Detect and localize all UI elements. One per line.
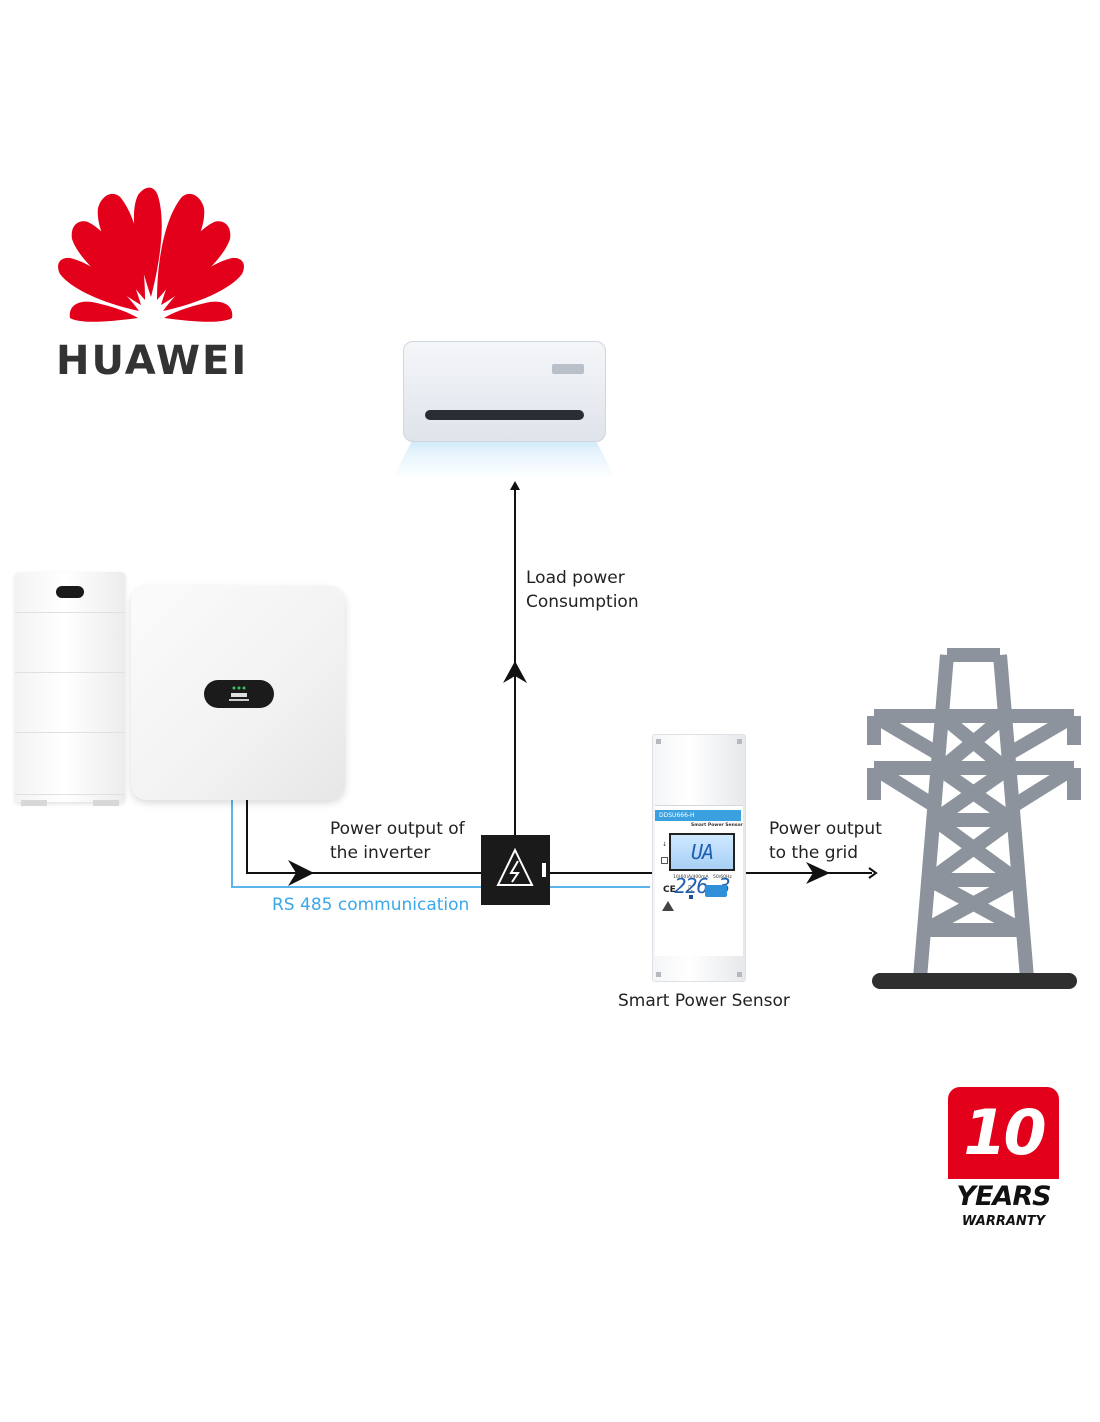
sensor-face	[655, 805, 743, 956]
inverter-power-arrow	[288, 860, 314, 886]
sensor-model: DDSU666-H	[655, 810, 741, 821]
huawei-logo-icon	[58, 187, 244, 322]
load-arrow	[503, 661, 527, 683]
load-label: Load power Consumption	[526, 568, 639, 612]
junction-box-icon	[481, 835, 550, 905]
battery-logo-badge	[56, 586, 84, 598]
sensor-subtitle: Smart Power Sensor	[691, 823, 743, 828]
sensor-frequency: 50/60Hz	[713, 875, 732, 880]
load-arrow-tip	[510, 481, 520, 490]
warranty-word: WARRANTY	[961, 1214, 1046, 1229]
transmission-tower-icon	[867, 648, 1081, 979]
inverter-icon	[131, 586, 345, 800]
battery-icon	[15, 572, 125, 806]
brand-wordmark: HUAWEI	[56, 338, 249, 384]
warranty-number: 10	[963, 1096, 1046, 1169]
inverter-power-line	[246, 800, 481, 874]
grid-arrow-tip	[868, 867, 878, 879]
ac-vent	[425, 410, 584, 420]
pulse-icon: ⎍	[687, 884, 693, 893]
lightning-icon	[496, 847, 534, 886]
sensor-label: Smart Power Sensor	[618, 991, 790, 1011]
ce-mark-icon: CE	[663, 885, 676, 895]
power-sensor-icon: DDSU666-H Smart Power Sensor ↓ UA 226.3 …	[652, 734, 746, 982]
sensor-button	[705, 885, 727, 897]
ac-indicator	[552, 364, 584, 374]
tower-base	[872, 973, 1077, 989]
grid-arrow	[806, 862, 830, 884]
sensor-rating: 10(60)A/400mA	[673, 875, 709, 880]
rs485-label: RS 485 communication	[272, 895, 470, 915]
sensor-lcd: UA 226.3	[669, 833, 735, 898]
grid-output-label: Power output to the grid	[769, 819, 882, 863]
warning-icon	[662, 901, 674, 911]
warranty-years: YEARS	[956, 1181, 1051, 1212]
warranty-badge: 10	[948, 1087, 1059, 1179]
inverter-output-label: Power output of the inverter	[330, 819, 465, 863]
inverter-led-icon	[229, 686, 249, 701]
inverter-display	[204, 680, 274, 708]
air-conditioner-icon	[403, 341, 606, 442]
